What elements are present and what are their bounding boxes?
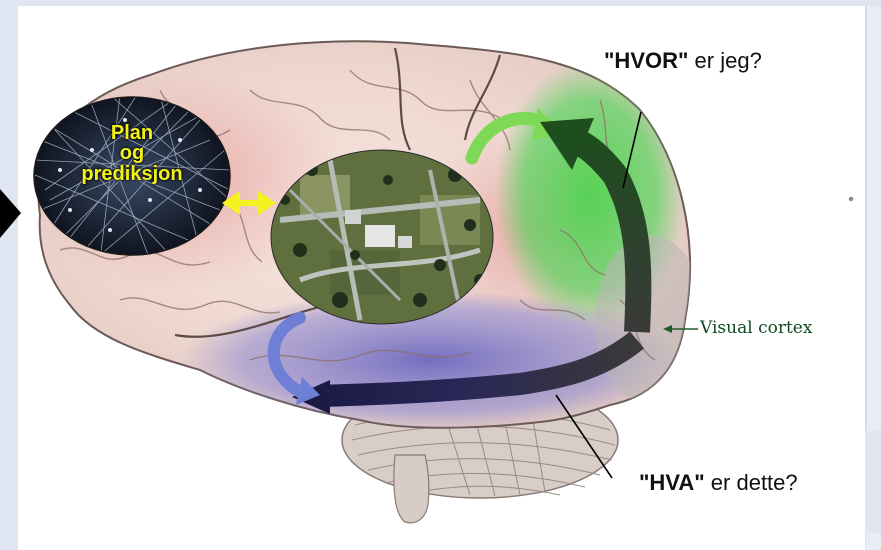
- visual-cortex-label: Visual cortex: [700, 318, 812, 338]
- hvor-label: "HVOR" er jeg?: [604, 48, 762, 74]
- small-dot: [849, 197, 853, 201]
- plan-label: Plan og prediksjon: [62, 123, 202, 184]
- pointer-arrow: [0, 189, 21, 238]
- hvor-label-quoted: "HVOR": [604, 48, 688, 73]
- hva-label: "HVA" er dette?: [639, 470, 798, 496]
- hva-label-rest: er dette?: [705, 470, 798, 495]
- right-panel-edge: [866, 6, 881, 431]
- hva-label-quoted: "HVA": [639, 470, 705, 495]
- hvor-label-rest: er jeg?: [688, 48, 761, 73]
- right-panel-edge-lower: [866, 533, 881, 550]
- plan-label-line-1: Plan: [62, 123, 202, 143]
- plan-label-line-2: og: [62, 143, 202, 163]
- plan-label-line-3: prediksjon: [62, 164, 202, 184]
